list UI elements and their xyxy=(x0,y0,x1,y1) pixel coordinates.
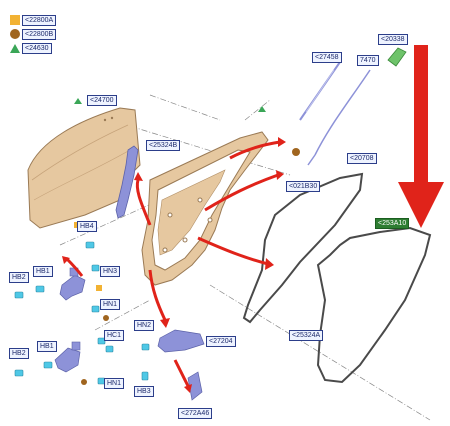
square-marker-icon xyxy=(10,15,20,25)
callout-weatherstrip-outer[interactable]: <253A10 xyxy=(375,218,410,229)
callout-latch-cable[interactable]: 7470 xyxy=(357,55,379,66)
weatherstrip-upper-seal[interactable] xyxy=(242,172,364,324)
fasteners xyxy=(14,241,150,385)
callout-hn2[interactable]: HN2 xyxy=(134,320,155,331)
door-outer-panel[interactable] xyxy=(27,107,141,229)
callout-door-panel[interactable]: <24700 xyxy=(87,95,117,106)
latch-cable[interactable] xyxy=(307,69,371,166)
legend-item-22800b: <22800B xyxy=(10,28,57,40)
legend-label[interactable]: <22800A xyxy=(22,14,57,26)
callout-weatherstrip-upper[interactable]: <20708 xyxy=(347,153,377,164)
callout-hb2-bottom[interactable]: HB2 xyxy=(9,348,29,359)
callout-hb2-top[interactable]: HB2 xyxy=(9,272,29,283)
callout-wire-handle[interactable]: <27458 xyxy=(312,52,342,63)
big-red-down-arrow xyxy=(398,45,444,228)
callout-weatherstrip-lower[interactable]: <25324A xyxy=(289,330,324,341)
window-channel[interactable] xyxy=(299,61,341,121)
callout-reinforcement[interactable]: <25324B xyxy=(146,140,181,151)
callout-bolt[interactable]: <021B30 xyxy=(286,181,321,192)
callout-lower-bracket[interactable]: <272A46 xyxy=(178,408,213,419)
red-arrowheads xyxy=(62,137,286,393)
callout-hb3[interactable]: HB3 xyxy=(134,386,154,397)
callout-hb4[interactable]: HB4 xyxy=(77,221,97,232)
lower-hinge[interactable] xyxy=(54,341,81,373)
triangle-marker-icon xyxy=(10,43,20,53)
callout-hc1[interactable]: HC1 xyxy=(104,330,125,341)
legend-item-22800a: <22800A xyxy=(10,14,57,26)
connector-part[interactable] xyxy=(387,47,407,67)
legend-label[interactable]: <24630 xyxy=(22,42,52,54)
callout-hn1-bottom[interactable]: HN1 xyxy=(104,378,125,389)
circle-marker-icon xyxy=(10,29,20,39)
weatherstrip-lower-seal[interactable] xyxy=(316,226,432,384)
legend-item-24630: <24630 xyxy=(10,42,52,54)
callout-connector[interactable]: <20338 xyxy=(378,34,408,45)
lower-small-bracket[interactable] xyxy=(187,371,203,401)
callout-hb1-top[interactable]: HB1 xyxy=(33,266,53,277)
check-link[interactable] xyxy=(157,329,205,353)
callout-check-link[interactable]: <27204 xyxy=(206,336,236,347)
legend-label[interactable]: <22800B xyxy=(22,28,57,40)
callout-hb1-bottom[interactable]: HB1 xyxy=(37,341,57,352)
reinforcement-bracket[interactable] xyxy=(115,145,139,219)
callout-hn1-top[interactable]: HN1 xyxy=(100,299,121,310)
callout-hn3[interactable]: HN3 xyxy=(100,266,121,277)
